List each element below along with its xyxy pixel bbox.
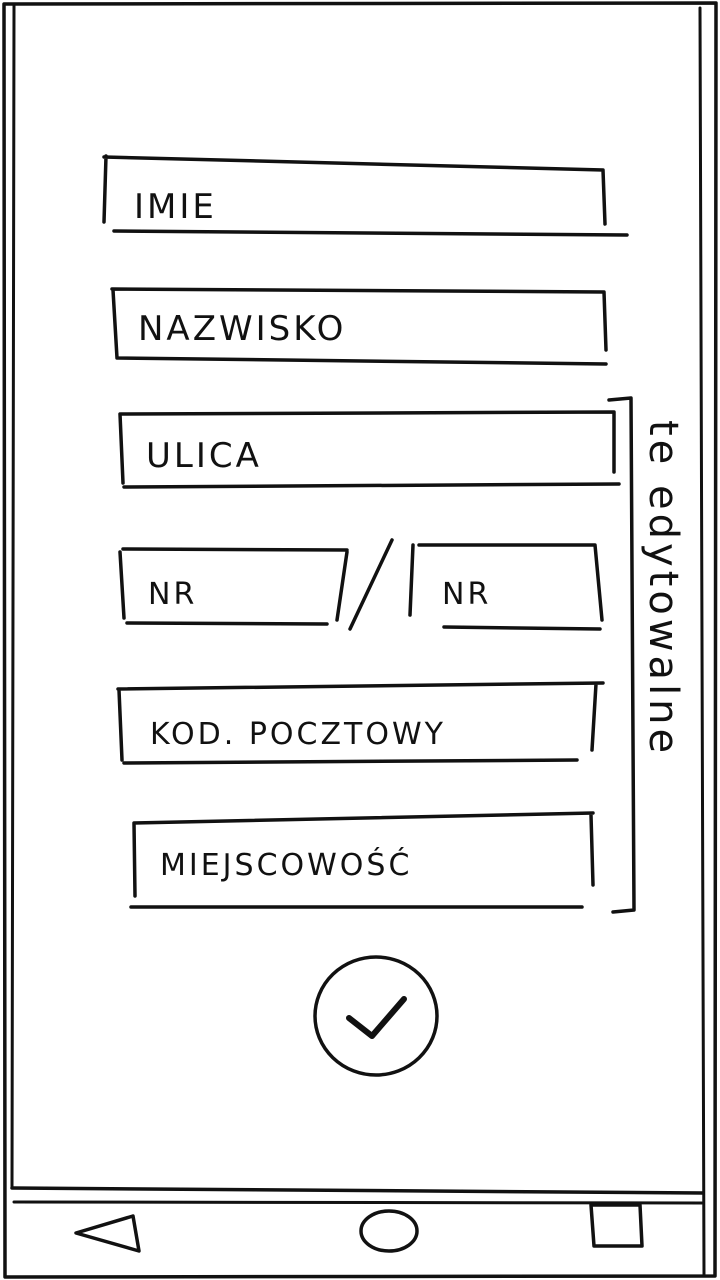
editable-fields-bracket [607,396,636,914]
postal-code-field[interactable]: KOD. POCZTOWY [116,681,605,765]
postal-code-label: KOD. POCZTOWY [150,717,446,752]
street-field[interactable]: ULICA [118,410,621,490]
house-number-label: NR [148,577,197,612]
city-label: MIEJSCOWOŚĆ [160,846,412,883]
street-label: ULICA [146,436,262,476]
city-field[interactable]: MIEJSCOWOŚĆ [129,811,596,910]
first-name-field[interactable]: IMIE [102,154,629,237]
first-name-label: IMIE [134,187,217,227]
navigation-bar [10,1186,705,1253]
device-frame-inner-left [10,4,16,1190]
apartment-number-field[interactable]: NR [408,542,604,631]
checkmark-icon [346,996,407,1039]
device-frame-inner-right [698,6,706,1277]
confirm-button[interactable] [313,955,439,1077]
square-recents-icon[interactable] [589,1203,644,1248]
last-name-field[interactable]: NAZWISKO [110,287,608,366]
editable-note: te edytowalne [640,420,686,757]
circle-home-icon[interactable] [359,1209,419,1253]
triangle-back-icon[interactable] [74,1214,141,1253]
last-name-label: NAZWISKO [138,309,346,349]
house-number-field[interactable]: NR [118,547,350,628]
apartment-number-label: NR [442,577,491,612]
number-separator [348,538,394,631]
